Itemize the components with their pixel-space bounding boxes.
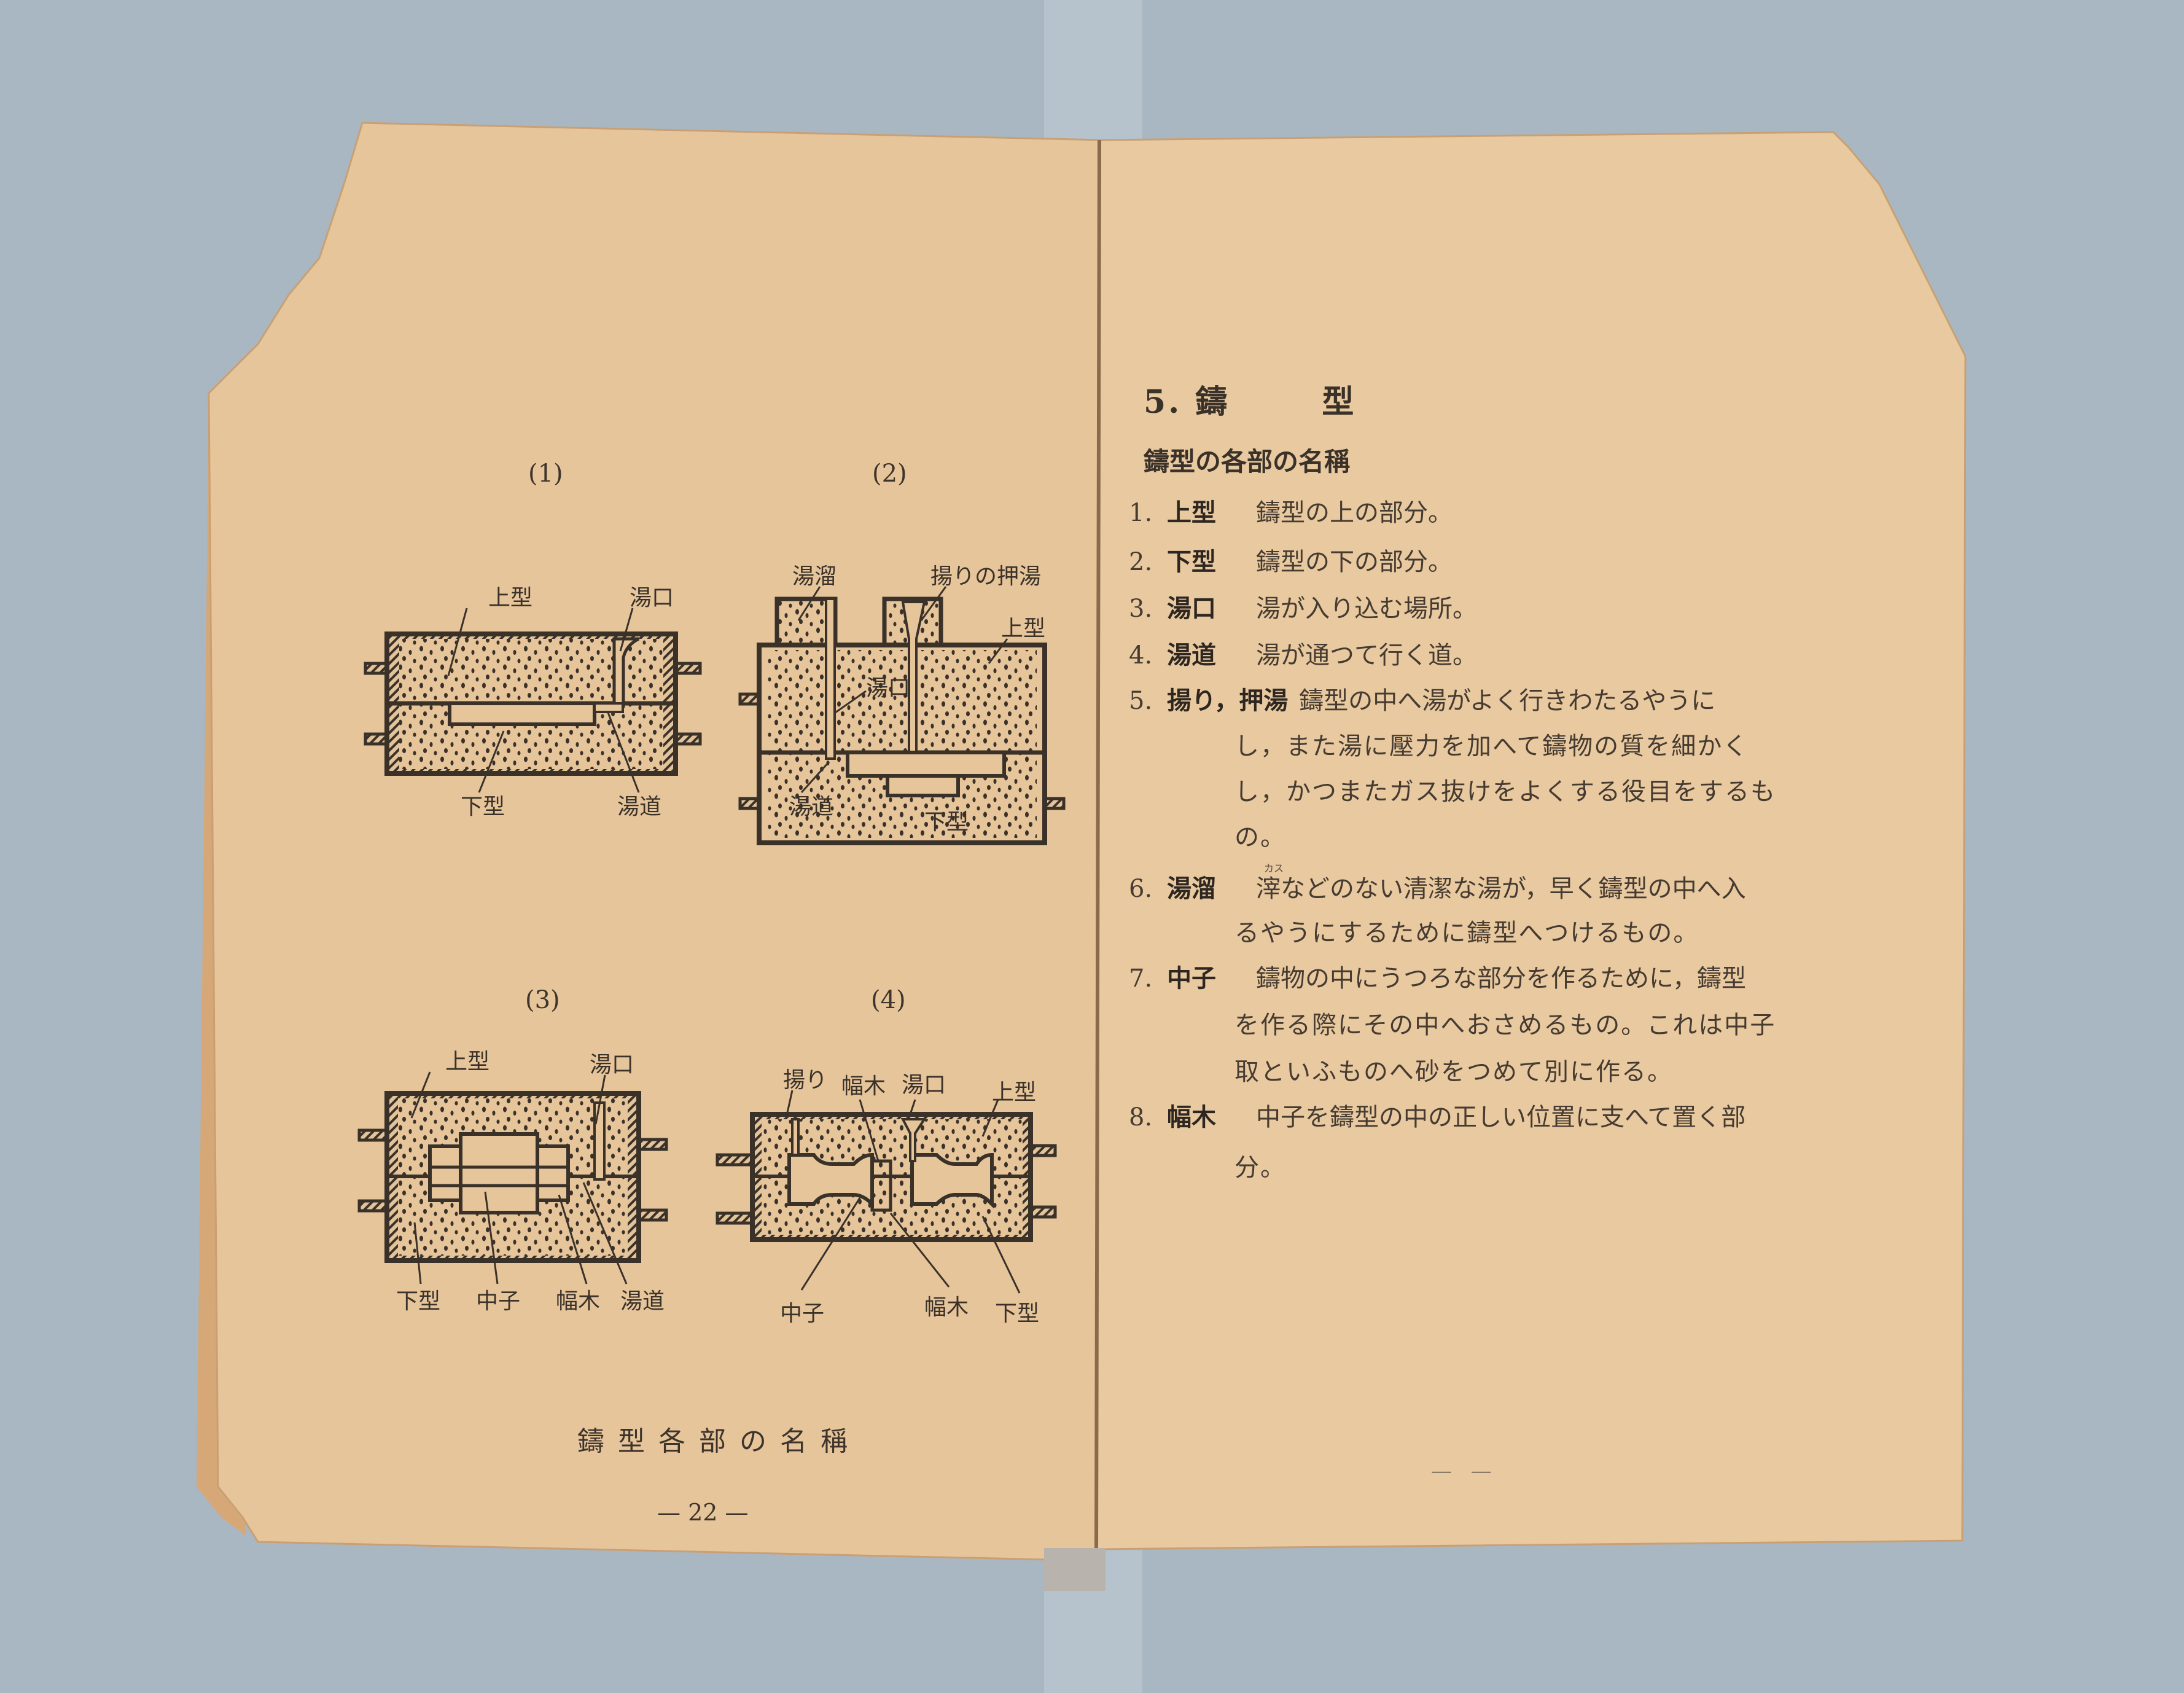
fig2-label-upper-mold: 上型	[1001, 616, 1045, 641]
item-term: 湯溜	[1167, 874, 1216, 903]
figure-3-number: (3)	[525, 986, 560, 1014]
item-number: 2.	[1129, 548, 1153, 576]
item-term: 揚り，押湯	[1167, 686, 1289, 715]
fig2-label-sprue: 湯口	[866, 676, 910, 701]
fig4-label-core-print-top: 幅木	[841, 1074, 886, 1099]
figure-4-diagram: 揚り 幅木 湯口 上型 中子 幅木 下型	[716, 1068, 1057, 1326]
fig3-label-upper-mold: 上型	[445, 1049, 489, 1074]
fig1-label-sprue: 湯口	[630, 585, 674, 611]
list-item: 2. 下型 鑄型の下の部分。	[1129, 542, 1453, 577]
item-text: 湯が入り込む場所。	[1256, 595, 1477, 623]
spine-bottom	[1044, 1548, 1106, 1591]
fig1-label-lower-mold: 下型	[461, 794, 505, 819]
item-text-continued: 取といふものへ砂をつめて別に作る。	[1234, 1058, 1673, 1086]
item-text-continued: 分。	[1234, 1154, 1286, 1182]
item-term: 湯口	[1167, 594, 1216, 623]
item-number: 1.	[1129, 499, 1153, 527]
item-number: 3.	[1129, 595, 1153, 623]
figure-caption: 鑄型各部の名稱	[577, 1426, 861, 1457]
figure-2-number: (2)	[872, 459, 907, 488]
fig2-label-riser: 揚りの押湯	[930, 564, 1041, 589]
item-term: 上型	[1167, 498, 1216, 527]
list-item: 8. 幅木 中子を鑄型の中の正しい位置に支へて置く部	[1129, 1097, 1745, 1133]
figure-4-number: (4)	[871, 986, 906, 1014]
item-text-continued: を作る際にその中へおさめるもの。これは中子	[1234, 1011, 1776, 1039]
item-number: 5.	[1129, 687, 1153, 715]
fig2-label-runner: 湯道	[789, 794, 833, 819]
item-text: 鑄型の下の部分。	[1256, 548, 1453, 576]
figure-1-diagram: 上型 湯口 下型 湯道	[364, 585, 702, 819]
right-page	[1095, 131, 1967, 1550]
fig4-label-core-print: 幅木	[924, 1295, 969, 1320]
item-text: 中子を鑄型の中の正しい位置に支へて置く部	[1256, 1103, 1746, 1132]
item-term: 湯道	[1167, 641, 1216, 670]
fig4-label-core: 中子	[780, 1301, 824, 1326]
fig3-label-runner: 湯道	[620, 1289, 665, 1314]
item-text: 湯が通つて行く道。	[1256, 641, 1477, 670]
section-heading: 5. 鑄 型	[1144, 376, 1356, 422]
fig1-label-upper-mold: 上型	[488, 585, 532, 611]
fig3-label-sprue: 湯口	[590, 1052, 634, 1077]
fig2-label-lower-mold: 下型	[924, 810, 969, 835]
fig3-label-lower-mold: 下型	[396, 1289, 440, 1314]
item-text: 鑄物の中にうつろな部分を作るために，鑄型	[1256, 964, 1746, 993]
fig1-label-runner: 湯道	[617, 794, 661, 819]
fig4-label-riser: 揚り	[783, 1068, 827, 1093]
figure-3-diagram: 上型 湯口 下型 中子 幅木 湯道	[357, 1049, 668, 1314]
list-item: 3. 湯口 湯が入り込む場所。	[1129, 588, 1477, 624]
fig4-label-sprue: 湯口	[902, 1073, 946, 1098]
item-text-continued: し，また湯に壓力を加へて鑄物の質を細かく	[1234, 732, 1749, 760]
list-item: 1. 上型 鑄型の上の部分。	[1129, 493, 1453, 528]
fig3-label-core-print: 幅木	[556, 1289, 600, 1314]
fig4-label-upper-mold: 上型	[992, 1080, 1036, 1105]
fig4-label-lower-mold: 下型	[995, 1301, 1039, 1326]
furigana: カス	[1264, 862, 1284, 874]
list-item: 6. 湯溜 滓などのない清潔な湯が，早く鑄型の中へ入	[1129, 869, 1746, 904]
item-text: 鑄型の上の部分。	[1256, 499, 1453, 527]
figure-1-number: (1)	[528, 459, 563, 488]
item-text-continued: るやうにするために鑄型へつけるもの。	[1234, 919, 1699, 947]
figure-2-diagram: 湯溜 揚りの押湯 上型 湯口 湯道 下型	[738, 564, 1066, 845]
item-text-continued: し，かつまたガス抜けをよくする役目をするも	[1234, 778, 1776, 806]
item-term: 中子	[1167, 964, 1216, 993]
item-number: 7.	[1129, 964, 1153, 993]
heading-word-1: 鑄	[1195, 383, 1230, 421]
item-number: 4.	[1129, 641, 1153, 670]
heading-number: 5.	[1144, 383, 1182, 421]
heading-word-2: 型	[1322, 383, 1357, 421]
page-number-right: — —	[1431, 1459, 1498, 1484]
fig2-label-pouring-basin: 湯溜	[792, 564, 837, 589]
list-item: 7. 中子 鑄物の中にうつろな部分を作るために，鑄型	[1129, 958, 1746, 994]
item-number: 8.	[1129, 1103, 1153, 1132]
subheading: 鑄型の各部の名稱	[1144, 447, 1351, 477]
item-text: 滓などのない清潔な湯が，早く鑄型の中へ入	[1256, 875, 1746, 903]
item-term: 下型	[1167, 547, 1216, 576]
fig3-label-core: 中子	[476, 1289, 520, 1314]
page-number-left: — 22 —	[657, 1499, 749, 1526]
book-spine	[1094, 139, 1101, 1550]
list-item: 5. 揚り，押湯鑄型の中へ湯がよく行きわたるやうに	[1129, 681, 1715, 716]
item-text-continued: の。	[1234, 823, 1286, 851]
list-item: 4. 湯道 湯が通つて行く道。	[1129, 635, 1477, 671]
item-term: 幅木	[1167, 1103, 1216, 1132]
item-text: 鑄型の中へ湯がよく行きわたるやうに	[1299, 687, 1716, 715]
item-number: 6.	[1129, 875, 1153, 903]
